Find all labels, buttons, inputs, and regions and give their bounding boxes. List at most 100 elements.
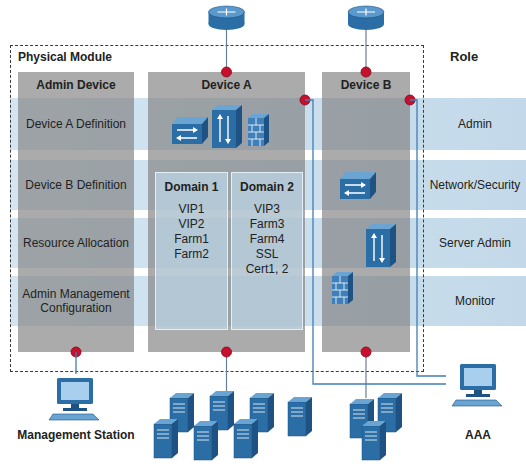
svg-polygon: [288, 397, 312, 402]
device-column: Admin DeviceDevice A DefinitionDevice B …: [18, 72, 134, 352]
svg-ellipse: [348, 6, 384, 18]
svg-rect: [63, 408, 87, 411]
svg-polygon: [350, 399, 374, 404]
svg-path: [213, 402, 225, 410]
svg-polygon: [212, 421, 218, 460]
node-text: Network/Security: [426, 178, 524, 192]
svg-ellipse: [209, 18, 245, 30]
text-slot: Monitor: [426, 294, 524, 308]
svg-rect: [172, 124, 202, 144]
node-text: Device A Definition: [21, 117, 131, 131]
domain-panel: Domain 1VIP1VIP2Farm1Farm2: [155, 172, 228, 330]
node-text: Resource Allocation: [21, 236, 131, 250]
module-icon: [366, 224, 396, 267]
node-text: Device B Definition: [21, 178, 131, 192]
network-link: [75, 352, 76, 374]
svg-polygon: [340, 172, 376, 179]
svg-rect: [460, 364, 496, 390]
text-slot: Farm1: [157, 232, 226, 246]
cube-icon: [172, 117, 208, 144]
svg-polygon: [154, 419, 178, 424]
svg-rect: [57, 378, 93, 404]
node-text: Cert1, 2: [233, 262, 301, 276]
svg-polygon: [268, 393, 274, 432]
node-text: Farm4: [233, 232, 301, 246]
node-title: Physical Module: [18, 50, 218, 64]
svg-path: [381, 404, 393, 412]
svg-line: [365, 352, 366, 398]
text-slot: Device A Definition: [21, 117, 131, 131]
node-text: Admin Management Configuration: [21, 287, 131, 315]
svg-circle: [300, 95, 310, 105]
text-slot: Domain 1: [157, 180, 226, 194]
svg-rect: [474, 390, 482, 394]
server-icon: [250, 393, 274, 432]
text-slot: Farm2: [157, 247, 226, 261]
svg-rect: [348, 12, 384, 24]
node-text: Admin: [426, 117, 524, 131]
svg-path: [173, 404, 185, 412]
cube-icon: [340, 172, 376, 199]
svg-line: [226, 28, 227, 72]
svg-polygon: [380, 421, 386, 460]
svg-polygon: [228, 391, 234, 430]
svg-ellipse: [209, 6, 245, 18]
svg-polygon: [172, 419, 178, 458]
node-title: Domain 1: [157, 180, 226, 194]
svg-polygon: [236, 105, 242, 148]
svg-path: [374, 235, 382, 261]
svg-path: [357, 9, 375, 16]
svg-polygon: [170, 393, 194, 398]
server-icon: [154, 419, 178, 458]
server-icon: [378, 393, 402, 432]
brick-icon: [332, 272, 353, 304]
svg-line: [226, 352, 227, 392]
device-icons: [322, 72, 410, 352]
device-column: Device B: [322, 72, 410, 352]
svg-path: [197, 432, 209, 440]
svg-rect: [209, 12, 245, 24]
node-text: Farm3: [233, 217, 301, 231]
svg-rect: [362, 426, 380, 460]
svg-path: [176, 127, 198, 141]
svg-rect: [340, 179, 370, 199]
server-icon: [362, 421, 386, 460]
svg-path: [291, 408, 303, 416]
svg-polygon: [250, 393, 274, 398]
svg-rect: [366, 229, 390, 267]
server-group: [154, 391, 402, 460]
node-title: Device A: [151, 78, 302, 92]
text-slot: Resource Allocation: [21, 236, 131, 250]
svg-circle: [405, 95, 415, 105]
svg-polygon: [378, 393, 402, 398]
svg-rect: [288, 402, 306, 436]
svg-path: [220, 116, 228, 142]
text-slot: Physical Module: [18, 50, 218, 64]
svg-polygon: [348, 272, 353, 304]
text-slot: Farm4: [233, 232, 301, 246]
pc-icon: [452, 364, 502, 406]
node-title: AAA: [446, 428, 510, 442]
text-slot: Domain 2: [233, 180, 301, 194]
svg-path: [332, 276, 348, 304]
svg-rect: [350, 404, 368, 438]
node-text: SSL: [233, 247, 301, 261]
node-text: Farm1: [157, 232, 226, 246]
node-text: VIP1: [157, 202, 226, 216]
workstation: AAA: [446, 362, 510, 446]
svg-polygon: [252, 419, 258, 458]
server-icon: [210, 391, 234, 430]
svg-rect: [154, 424, 172, 458]
svg-polygon: [362, 421, 386, 426]
text-slot: Admin Management Configuration: [21, 287, 131, 315]
text-slot: Device B Definition: [21, 178, 131, 192]
svg-line: [365, 28, 366, 72]
brick-icon: [248, 114, 269, 146]
svg-path: [217, 114, 231, 144]
module-icon: [212, 105, 242, 148]
svg-rect: [378, 398, 396, 432]
text-slot: Server Admin: [426, 236, 524, 250]
text-slot: Farm3: [233, 217, 301, 231]
